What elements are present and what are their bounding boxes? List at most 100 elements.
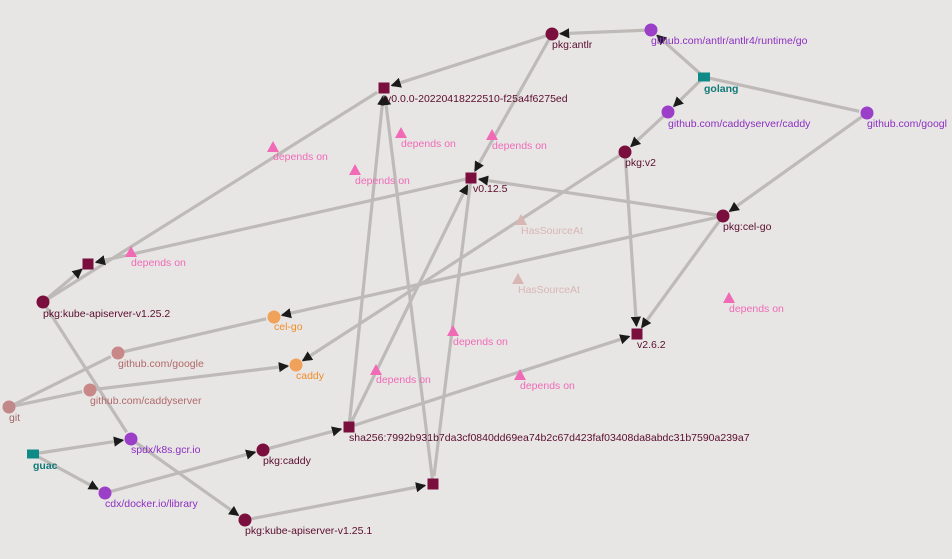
edge-spdx-k8s-to-kube-1-25-1 xyxy=(134,440,240,517)
node-pkg-v2-circle[interactable] xyxy=(618,145,632,159)
node-cdx-docker-label: cdx/docker.io/library xyxy=(105,498,199,510)
node-kube-1-25-2-circle[interactable] xyxy=(36,295,50,309)
edge-git-to-github-caddyserver xyxy=(13,390,83,408)
edge-label-dep-9-text: depends on xyxy=(520,380,575,392)
edge-label-dep-9-triangle[interactable] xyxy=(514,369,526,380)
edge-golang-to-antlr-runtime-go xyxy=(655,34,702,75)
node-ver-2-6-2-square[interactable] xyxy=(631,328,643,340)
node-caddyserver-caddy-circle[interactable] xyxy=(661,105,675,119)
edge-caddyserver-caddy-to-pkg-v2 xyxy=(629,114,666,148)
node-kube-1-25-2-label: pkg:kube-apiserver-v1.25.2 xyxy=(43,308,170,320)
node-cel-go-src-circle[interactable] xyxy=(267,310,281,324)
edge-label-dep-5-text: depends on xyxy=(131,257,186,269)
edge-label-src-1-triangle[interactable] xyxy=(515,214,527,225)
node-spdx-k8s-label: spdx/k8s.gcr.io xyxy=(131,444,201,456)
node-github-caddyserver-circle[interactable] xyxy=(83,383,97,397)
edge-label-dep-2-triangle[interactable] xyxy=(395,127,407,138)
node-cdx-docker-circle[interactable] xyxy=(98,486,112,500)
edge-label-dep-4-triangle[interactable] xyxy=(349,164,361,175)
node-pkg-v2-label: pkg:v2 xyxy=(625,157,656,169)
edge-sq-bottom-to-ver-0-0-0 xyxy=(381,94,434,480)
edge-guac-to-spdx-k8s xyxy=(37,436,125,455)
edge-github-google-trunc-to-pkg-cel-go xyxy=(728,114,864,213)
node-sha256-label: sha256:7992b931b7da3cf0840dd69ea74b2c67d… xyxy=(349,432,750,444)
edge-kube-1-25-2-to-sq-left xyxy=(45,267,83,300)
edge-label-dep-6-text: depends on xyxy=(729,303,784,315)
node-github-google-trunc-label: github.com/googl xyxy=(867,118,947,130)
node-antlr-runtime-go-label: github.com/antlr/antlr4/runtime/go xyxy=(651,35,808,47)
node-pkg-caddy-label: pkg:caddy xyxy=(263,455,312,467)
edge-label-dep-4-text: depends on xyxy=(355,175,410,187)
edge-pkg-antlr-to-ver-0-12-5 xyxy=(473,37,551,172)
edge-pkg-caddy-to-sha256 xyxy=(267,426,343,451)
edge-kube-1-25-2-to-ver-0-0-0 xyxy=(46,90,379,301)
edges-layer xyxy=(12,28,864,521)
edge-label-src-2-text: HasSourceAt xyxy=(518,284,580,296)
node-pkg-caddy-circle[interactable] xyxy=(256,443,270,457)
node-kube-1-25-1-label: pkg:kube-apiserver-v1.25.1 xyxy=(245,525,372,537)
node-pkg-cel-go-circle[interactable] xyxy=(716,209,730,223)
node-golang-label: golang xyxy=(704,83,738,95)
edge-sha256-to-ver-2-6-2 xyxy=(353,334,631,427)
edge-golang-to-caddyserver-caddy xyxy=(672,79,702,108)
edge-label-dep-6-triangle[interactable] xyxy=(723,292,735,303)
edge-label-src-1-text: HasSourceAt xyxy=(521,225,583,237)
edge-antlr-runtime-go-to-pkg-antlr xyxy=(558,28,647,39)
node-pkg-antlr-label: pkg:antlr xyxy=(552,39,593,51)
edge-kube-1-25-2-to-spdx-k8s xyxy=(44,305,129,434)
node-spdx-k8s-circle[interactable] xyxy=(124,432,138,446)
edge-label-dep-5-triangle[interactable] xyxy=(125,246,137,257)
edge-git-to-github-google xyxy=(12,355,112,407)
nodes-layer xyxy=(2,23,874,527)
edge-label-dep-7-triangle[interactable] xyxy=(447,325,459,336)
edge-pkg-antlr-to-ver-0-0-0 xyxy=(390,34,548,88)
edge-label-dep-7-text: depends on xyxy=(453,336,508,348)
node-ver-0-0-0-square[interactable] xyxy=(378,82,390,94)
edge-pkg-cel-go-to-ver-2-6-2 xyxy=(640,219,722,329)
edge-label-dep-2-text: depends on xyxy=(401,138,456,150)
node-github-google-trunc-circle[interactable] xyxy=(860,106,874,120)
node-sq-left-square[interactable] xyxy=(82,258,94,270)
node-pkg-antlr-circle[interactable] xyxy=(545,27,559,41)
node-ver-0-12-5-square[interactable] xyxy=(465,172,477,184)
edge-pkg-cel-go-to-ver-0-12-5 xyxy=(477,175,719,217)
edge-label-dep-1-text: depends on xyxy=(273,151,328,163)
edge-github-caddyserver-to-caddy-src xyxy=(94,361,290,391)
edge-sha256-to-ver-0-0-0 xyxy=(347,94,388,423)
node-antlr-runtime-go-circle[interactable] xyxy=(644,23,658,37)
labels-layer: pkg:antlr github.com/antlr/antlr4/runtime… xyxy=(9,35,947,537)
edge-label-dep-8-triangle[interactable] xyxy=(370,364,382,375)
edge-pkg-v2-to-ver-2-6-2 xyxy=(623,156,641,328)
edge-label-src-2-triangle[interactable] xyxy=(512,273,524,284)
node-git-label: git xyxy=(9,412,20,424)
node-kube-1-25-1-circle[interactable] xyxy=(238,513,252,527)
edge-label-dep-3-triangle[interactable] xyxy=(486,129,498,140)
node-github-caddyserver-label: github.com/caddyserver xyxy=(90,395,202,407)
node-ver-0-12-5-label: v0.12.5 xyxy=(473,183,508,195)
node-pkg-cel-go-label: pkg:cel-go xyxy=(723,221,772,233)
edge-cdx-docker-to-pkg-caddy xyxy=(109,449,257,494)
node-git-circle[interactable] xyxy=(2,400,16,414)
edge-label-dep-1-triangle[interactable] xyxy=(267,141,279,152)
node-guac-square[interactable] xyxy=(27,449,39,459)
node-github-google-circle[interactable] xyxy=(111,346,125,360)
node-caddy-src-label: caddy xyxy=(296,370,325,382)
node-sha256-square[interactable] xyxy=(343,421,355,433)
node-cel-go-src-label: cel-go xyxy=(274,321,303,333)
node-caddy-src-circle[interactable] xyxy=(289,358,303,372)
node-caddyserver-caddy-label: github.com/caddyserver/caddy xyxy=(668,118,811,130)
node-sq-bottom-square[interactable] xyxy=(427,478,439,490)
edge-label-dep-8-text: depends on xyxy=(376,374,431,386)
node-golang-square[interactable] xyxy=(698,72,710,82)
edge-guac-to-cdx-docker xyxy=(36,454,99,491)
edge-pkg-cel-go-to-cel-go-src xyxy=(280,215,719,319)
node-guac-label: guac xyxy=(33,460,58,472)
edge-label-dep-3-text: depends on xyxy=(492,140,547,152)
edge-kube-1-25-1-to-sq-bottom xyxy=(249,482,427,521)
edge-github-google-to-cel-go-src xyxy=(122,317,267,354)
node-ver-0-0-0-label: v0.0.0-20220418222510-f25a4f6275ed xyxy=(386,93,568,105)
node-github-google-label: github.com/google xyxy=(118,358,204,370)
edge-golang-to-github-google-trunc xyxy=(708,76,860,113)
edge-ver-0-12-5-to-sq-left xyxy=(94,177,467,266)
